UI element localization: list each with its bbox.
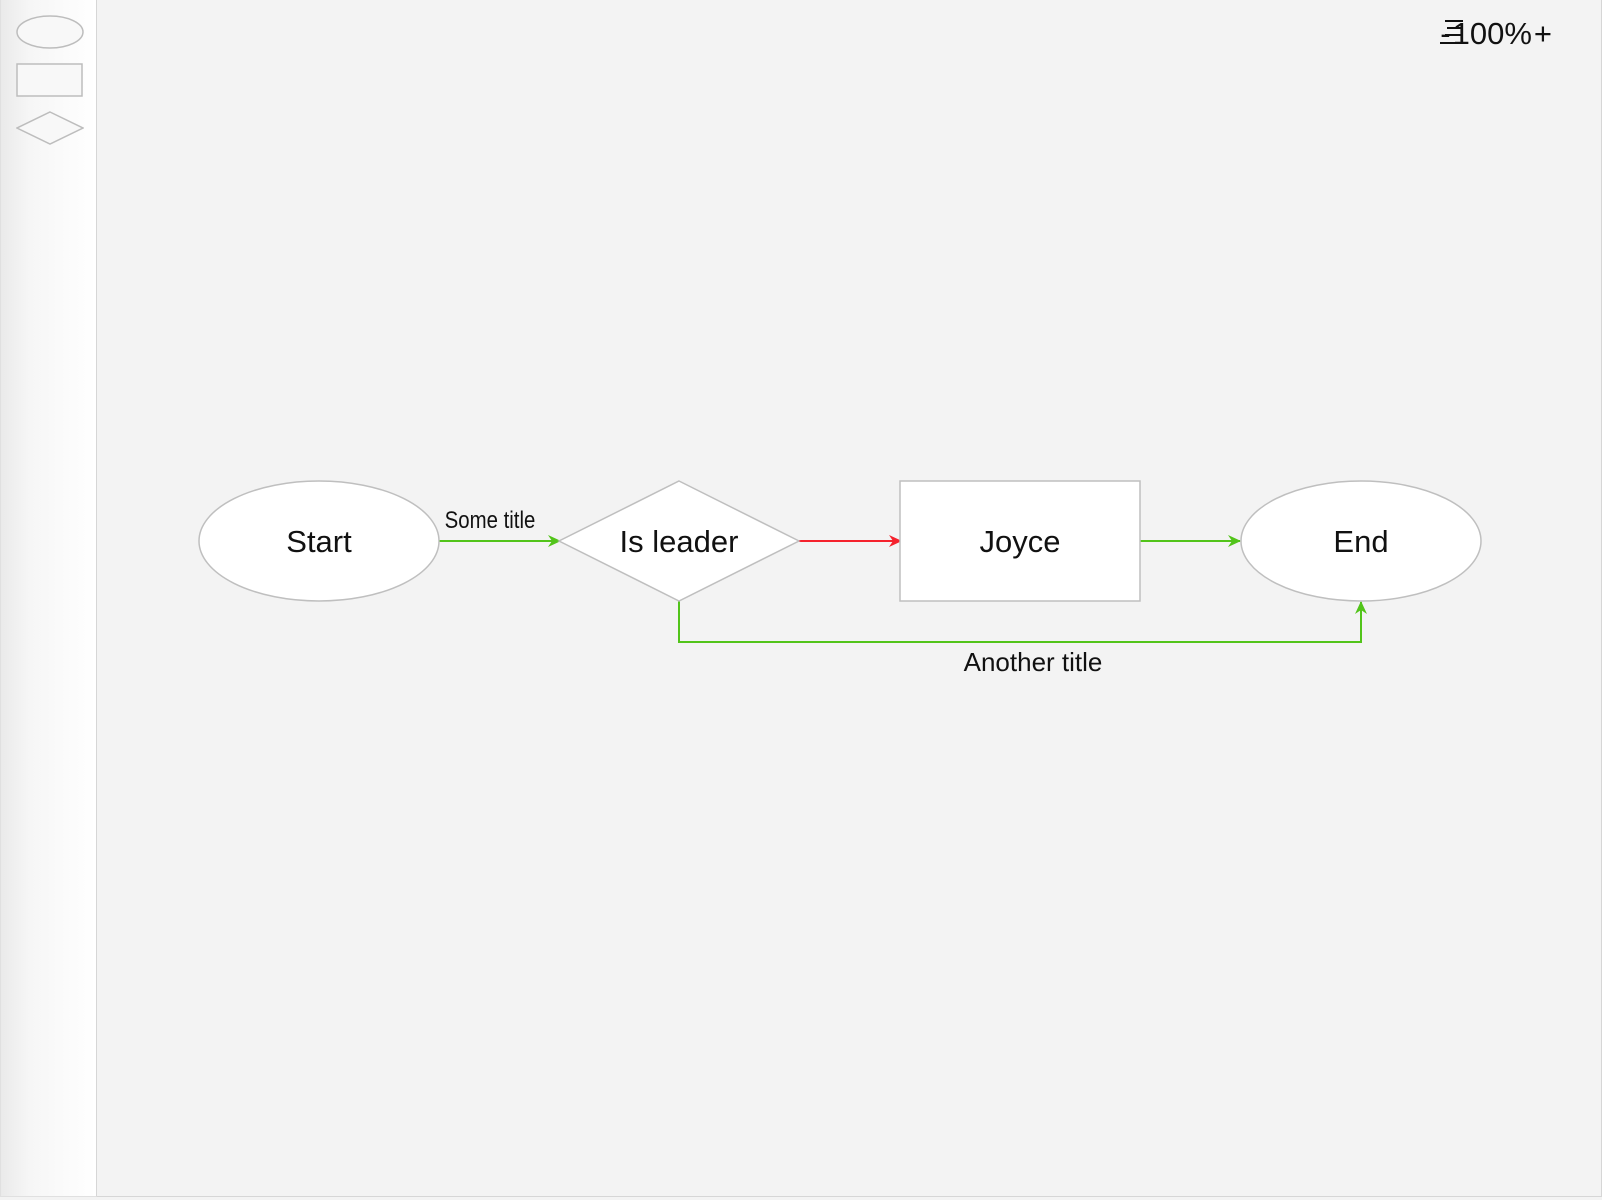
diamond-tool[interactable] — [16, 110, 84, 146]
diagram-svg: Some title Another title Start Is leader — [198, 480, 1482, 677]
zoom-out-button[interactable]: - — [1440, 16, 1451, 51]
shape-toolbox — [0, 0, 97, 1197]
diamond-shape-icon — [16, 111, 84, 145]
edge-label-another-title: Another title — [964, 647, 1103, 677]
edge-label-some-title: Some title — [445, 506, 536, 533]
ellipse-tool[interactable] — [16, 14, 84, 50]
menu-lines-icon[interactable] — [1440, 20, 1585, 48]
rectangle-tool[interactable] — [16, 62, 84, 98]
node-end[interactable]: End — [1240, 480, 1482, 602]
zoom-in-button[interactable]: + — [1533, 16, 1552, 51]
node-label-start: Start — [286, 524, 352, 559]
edge-decision-to-end[interactable]: Another title — [678, 601, 1367, 677]
rectangle-shape-icon — [16, 63, 83, 97]
zoom-controls: - 100% + — [1439, 18, 1585, 49]
edge-start-to-decision[interactable]: Some title — [439, 506, 561, 547]
node-start[interactable]: Start — [198, 480, 440, 602]
ellipse-shape-icon — [16, 15, 84, 49]
diagram-canvas[interactable]: Some title Another title Start Is leader — [97, 0, 1602, 1197]
node-process[interactable]: Joyce — [899, 480, 1141, 602]
node-label-decision: Is leader — [620, 524, 739, 559]
node-label-end: End — [1333, 524, 1388, 559]
node-decision[interactable]: Is leader — [557, 480, 801, 602]
node-label-process: Joyce — [980, 524, 1061, 559]
